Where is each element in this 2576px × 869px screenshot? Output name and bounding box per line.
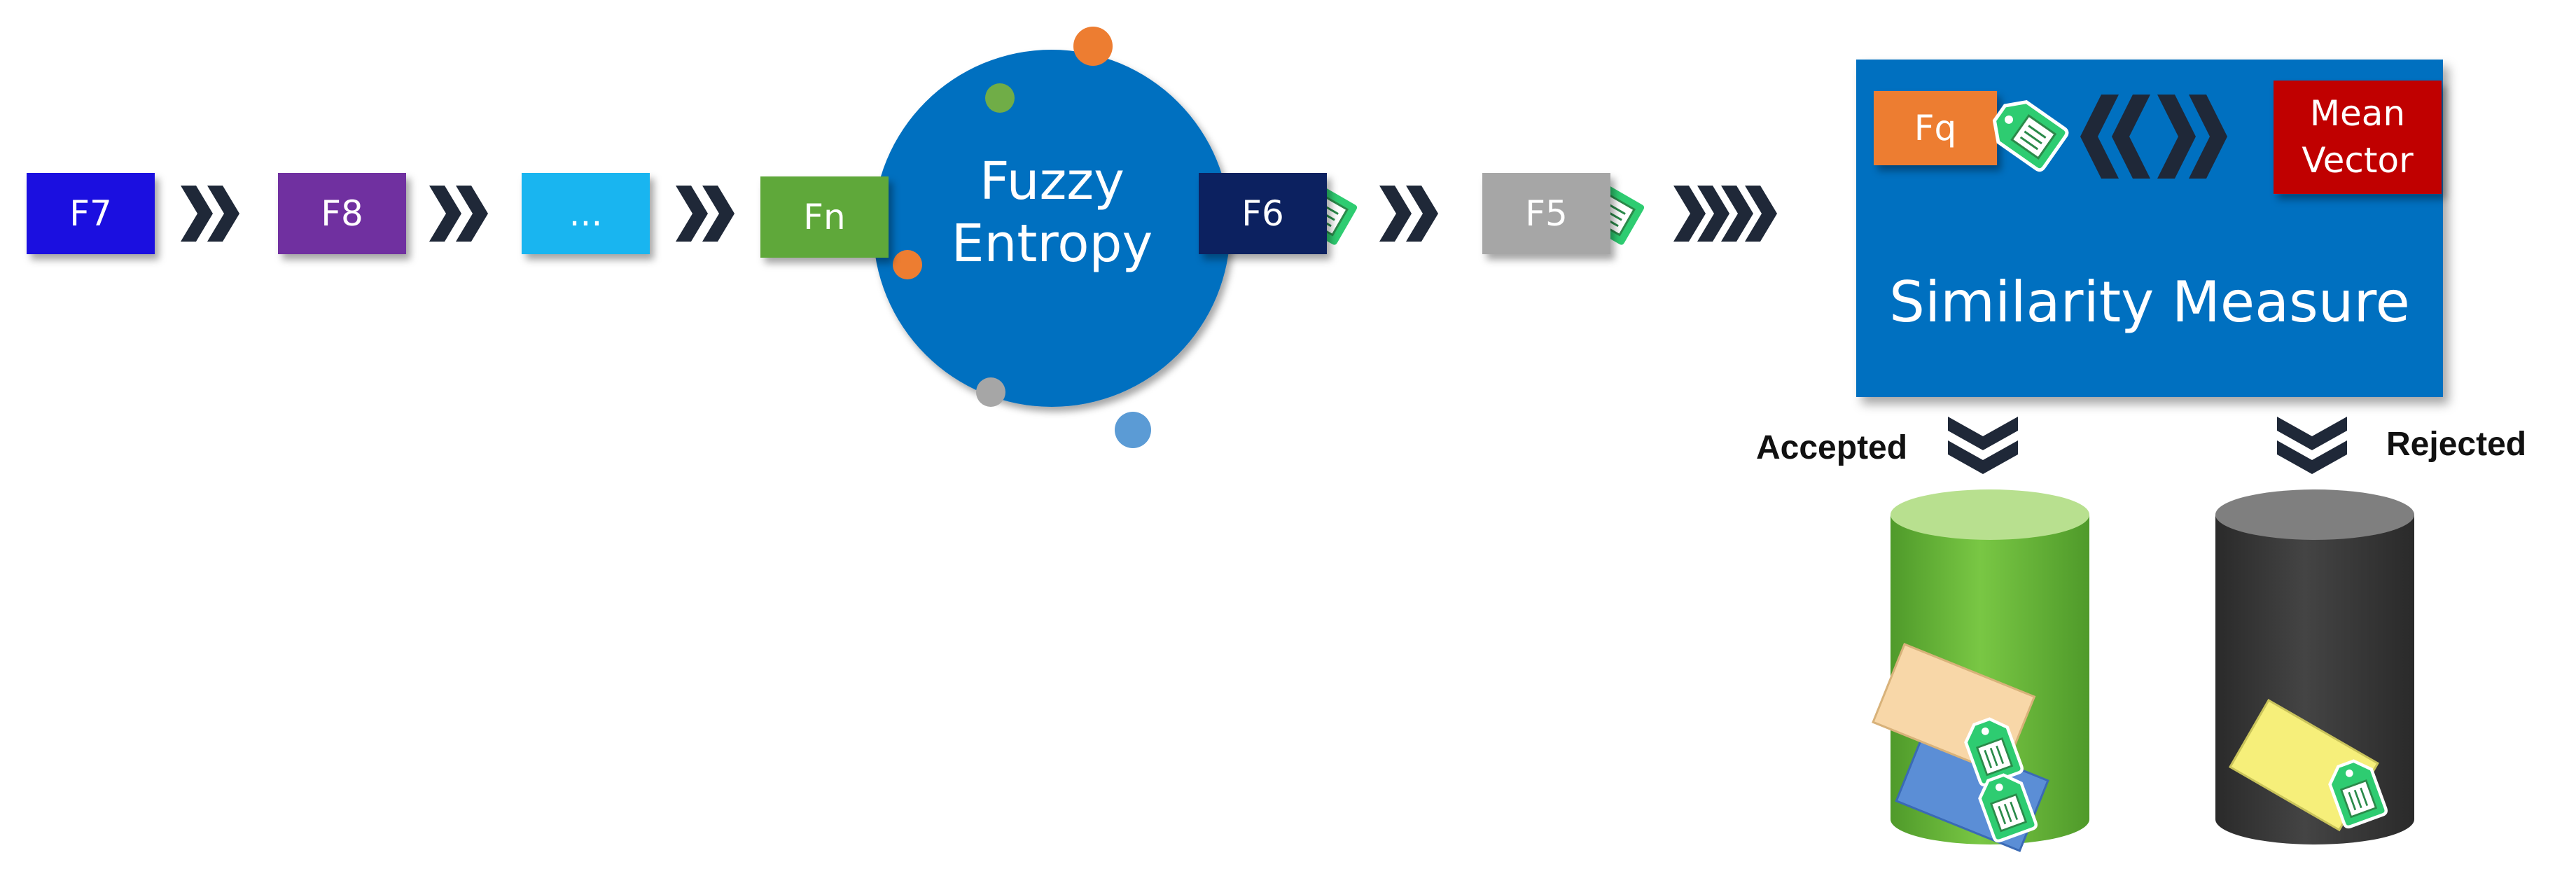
fn-label: Fn [803, 197, 846, 237]
arrow-chevron-5 [1673, 186, 1777, 242]
arrow-chevron-1 [181, 186, 239, 242]
fn-box: Fn [760, 176, 889, 258]
blue-dot [1115, 412, 1151, 448]
down-chevron-rejected [2277, 417, 2347, 474]
accepted-label: Accepted [1756, 429, 1908, 466]
accepted-bin [1872, 489, 2089, 852]
rejected-label: Rejected [2386, 426, 2527, 463]
rejected-bin [2215, 489, 2414, 844]
mean-line2: Vector [2302, 140, 2414, 181]
arrow-chevron-3 [676, 186, 734, 242]
gray-dot [976, 377, 1005, 407]
down-chevron-accepted [1948, 417, 2018, 474]
mean-line1: Mean [2309, 92, 2406, 134]
f8-label: F8 [321, 193, 363, 234]
fq-label: Fq [1914, 108, 1957, 148]
similarity-title: Similarity Measure [1889, 270, 2410, 335]
compare-chevrons [2080, 95, 2227, 179]
fuzzy-entropy-circle [873, 50, 1230, 407]
tag-icon [1992, 99, 2069, 172]
f6-box: F6 [1199, 173, 1327, 254]
fq-box: Fq [1874, 91, 1997, 165]
f7-box: F7 [27, 173, 155, 254]
ellipsis-label: ... [569, 193, 603, 234]
mean-vector-box: Mean Vector [2274, 81, 2442, 194]
arrow-chevron-2 [429, 186, 488, 242]
f6-label: F6 [1241, 193, 1284, 234]
arrow-chevron-4 [1379, 186, 1438, 242]
f5-label: F5 [1525, 193, 1568, 234]
f5-box: F5 [1482, 173, 1610, 254]
f8-box: F8 [278, 173, 406, 254]
green-dot [985, 83, 1015, 113]
orange-dot-small [893, 250, 922, 279]
f7-label: F7 [69, 193, 112, 234]
ellipsis-box: ... [522, 173, 650, 254]
fuzzy-entropy-label: Fuzzy Entropy [931, 151, 1173, 275]
orange-dot-top [1073, 27, 1113, 66]
fuzzy-entropy-line1: Fuzzy [980, 151, 1125, 211]
fuzzy-entropy-line2: Entropy [951, 213, 1153, 274]
similarity-panel: Fq Mean Vector Similarity Measure [1856, 60, 2443, 397]
